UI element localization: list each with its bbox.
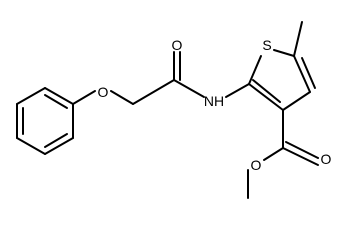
bond bbox=[293, 21, 303, 57]
atom-oxygen-amide: O bbox=[172, 37, 183, 53]
bond bbox=[282, 147, 319, 166]
atom-sulfur-ring: S bbox=[262, 37, 271, 53]
bond bbox=[252, 79, 281, 103]
atom-oxygen-ester-carbonyl: O bbox=[321, 151, 332, 167]
bond bbox=[72, 90, 96, 105]
bond bbox=[110, 90, 134, 105]
bond bbox=[132, 79, 175, 105]
bond bbox=[248, 55, 262, 85]
phenyl-ring bbox=[16, 87, 74, 155]
bond bbox=[44, 94, 68, 109]
bond bbox=[248, 83, 284, 111]
bond bbox=[225, 83, 250, 98]
bond bbox=[16, 137, 46, 155]
bond bbox=[263, 147, 284, 161]
bond bbox=[293, 55, 311, 93]
bond bbox=[273, 49, 295, 57]
bond bbox=[16, 87, 46, 105]
thiophene-ring bbox=[225, 21, 316, 111]
chemical-structure: O O NH S O O bbox=[16, 21, 332, 199]
bond bbox=[282, 91, 311, 111]
bond bbox=[301, 57, 316, 89]
atom-oxygen-ether: O bbox=[98, 84, 109, 100]
phenoxyacetamide-chain bbox=[72, 51, 205, 105]
bond bbox=[44, 87, 74, 105]
atom-nitrogen-amide: NH bbox=[204, 93, 224, 109]
bond bbox=[44, 137, 74, 155]
atom-labels: O O NH S O O bbox=[98, 37, 332, 173]
bond bbox=[285, 141, 319, 159]
methyl-ester bbox=[247, 109, 319, 199]
bond bbox=[44, 133, 68, 148]
bond bbox=[173, 79, 205, 98]
atom-oxygen-ester: O bbox=[251, 157, 262, 173]
